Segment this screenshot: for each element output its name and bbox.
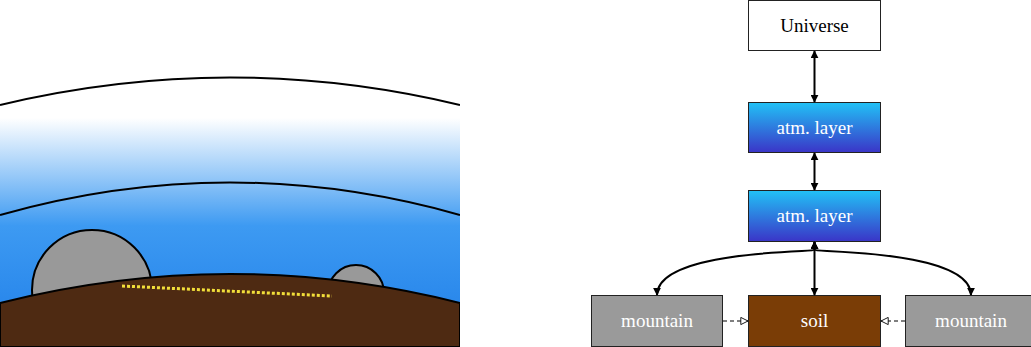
mountain-box: mountain	[591, 295, 723, 347]
node-label: mountain	[621, 310, 693, 332]
surface-line	[122, 286, 332, 296]
mountain-box: mountain	[905, 295, 1031, 347]
node-label: atm. layer	[777, 117, 853, 139]
connector-stub	[814, 242, 816, 250]
arrow-connector	[814, 242, 816, 295]
node-label: soil	[801, 310, 828, 332]
connector-stub	[814, 242, 816, 250]
node-label: mountain	[935, 310, 1007, 332]
arrow-connector	[657, 250, 815, 295]
sky	[0, 78, 460, 347]
dashed-arrow	[723, 320, 748, 321]
atmosphere-boundary	[0, 78, 460, 106]
atmosphere-boundary	[0, 183, 460, 216]
arrow-connector	[814, 51, 816, 102]
arrow-connector	[815, 250, 972, 295]
dashed-arrow	[881, 320, 905, 321]
node-label: atm. layer	[777, 205, 853, 227]
soil-ground	[0, 274, 460, 347]
atmosphere-box: atm. layer	[748, 190, 881, 242]
earth-illustration	[0, 0, 460, 347]
atmosphere-box: atm. layer	[748, 102, 881, 153]
node-label: Universe	[780, 15, 849, 37]
soil-box: soil	[748, 295, 881, 347]
universe-box: Universe	[748, 0, 881, 51]
arrow-connector	[814, 153, 816, 190]
background	[0, 0, 460, 347]
